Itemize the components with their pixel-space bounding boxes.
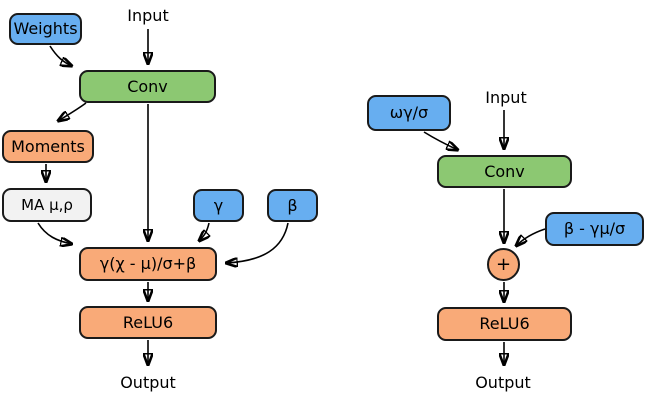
edge-folded-bias-to-add xyxy=(516,228,546,246)
folded-bias-node: β - γμ/σ xyxy=(545,212,644,246)
relu6-node-left: ReLU6 xyxy=(79,306,217,339)
add-node: + xyxy=(487,248,520,281)
edge-weights-to-conv xyxy=(49,45,72,66)
moving-average-node: MA μ,ρ xyxy=(2,188,92,222)
edge-gamma-to-formula xyxy=(199,222,209,241)
output-label-left: Output xyxy=(120,373,176,392)
edge-beta-to-formula xyxy=(226,222,289,263)
weights-node: Weights xyxy=(9,13,82,45)
edge-conv-to-moments xyxy=(58,102,87,121)
input-label-left: Input xyxy=(127,6,169,25)
edge-ma-to-formula xyxy=(37,222,72,244)
gamma-node: γ xyxy=(193,189,244,222)
folded-weights-node: ωγ/σ xyxy=(367,95,451,131)
relu6-node-right: ReLU6 xyxy=(437,307,572,341)
beta-node: β xyxy=(267,189,318,222)
edge-folded-weights-to-conv xyxy=(423,131,458,150)
conv-node-left: Conv xyxy=(79,70,216,103)
conv-node-right: Conv xyxy=(437,155,572,188)
moments-node: Moments xyxy=(2,130,94,163)
batchnorm-formula-node: γ(χ - μ)/σ+β xyxy=(79,247,217,281)
input-label-right: Input xyxy=(485,88,527,107)
output-label-right: Output xyxy=(475,373,531,392)
